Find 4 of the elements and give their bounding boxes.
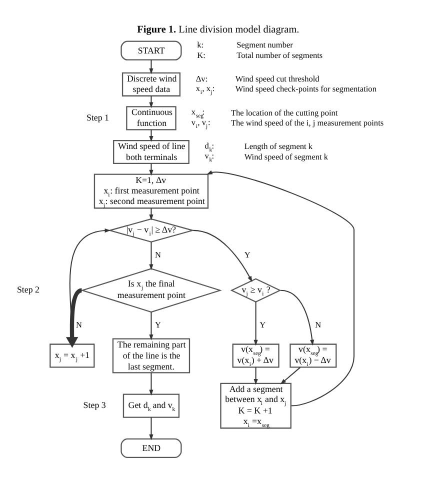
label: Step 2: [16, 284, 40, 294]
caption: Figure 1. Line division model diagram.: [137, 24, 300, 36]
label: Step 1: [86, 112, 110, 122]
label: Step 3: [83, 400, 106, 410]
